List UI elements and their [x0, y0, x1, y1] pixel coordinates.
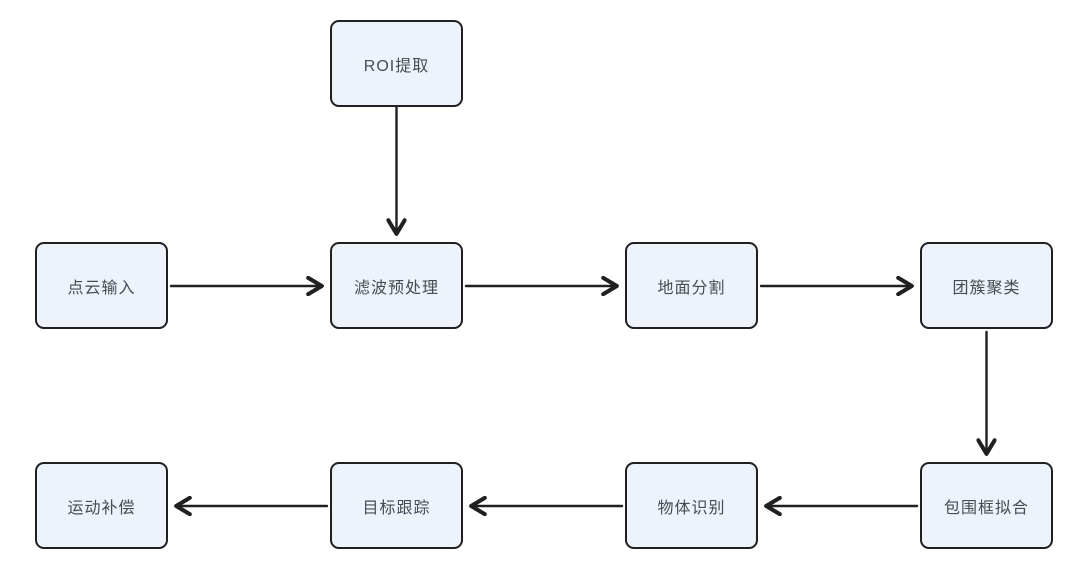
- node-cluster-clustering-label: 团簇聚类: [952, 279, 1021, 297]
- node-bounding-box-fitting-label: 包围框拟合: [943, 499, 1029, 517]
- node-ground-segmentation-label: 地面分割: [657, 279, 726, 297]
- node-filter-preprocessing[interactable]: 滤波预处理: [330, 242, 463, 329]
- node-roi-extraction-label: ROI提取: [363, 57, 430, 75]
- node-point-cloud-input-label: 点云输入: [67, 279, 136, 297]
- node-object-recognition-label: 物体识别: [657, 499, 726, 517]
- node-ground-segmentation[interactable]: 地面分割: [625, 242, 758, 329]
- node-target-tracking-label: 目标跟踪: [362, 499, 431, 517]
- node-cluster-clustering[interactable]: 团簇聚类: [920, 242, 1053, 329]
- node-bounding-box-fitting[interactable]: 包围框拟合: [920, 462, 1053, 549]
- node-roi-extraction[interactable]: ROI提取: [330, 20, 463, 107]
- node-object-recognition[interactable]: 物体识别: [625, 462, 758, 549]
- node-point-cloud-input[interactable]: 点云输入: [35, 242, 168, 329]
- node-motion-compensation[interactable]: 运动补偿: [35, 462, 168, 549]
- node-motion-compensation-label: 运动补偿: [67, 499, 136, 517]
- node-target-tracking[interactable]: 目标跟踪: [330, 462, 463, 549]
- node-filter-preprocessing-label: 滤波预处理: [353, 279, 439, 297]
